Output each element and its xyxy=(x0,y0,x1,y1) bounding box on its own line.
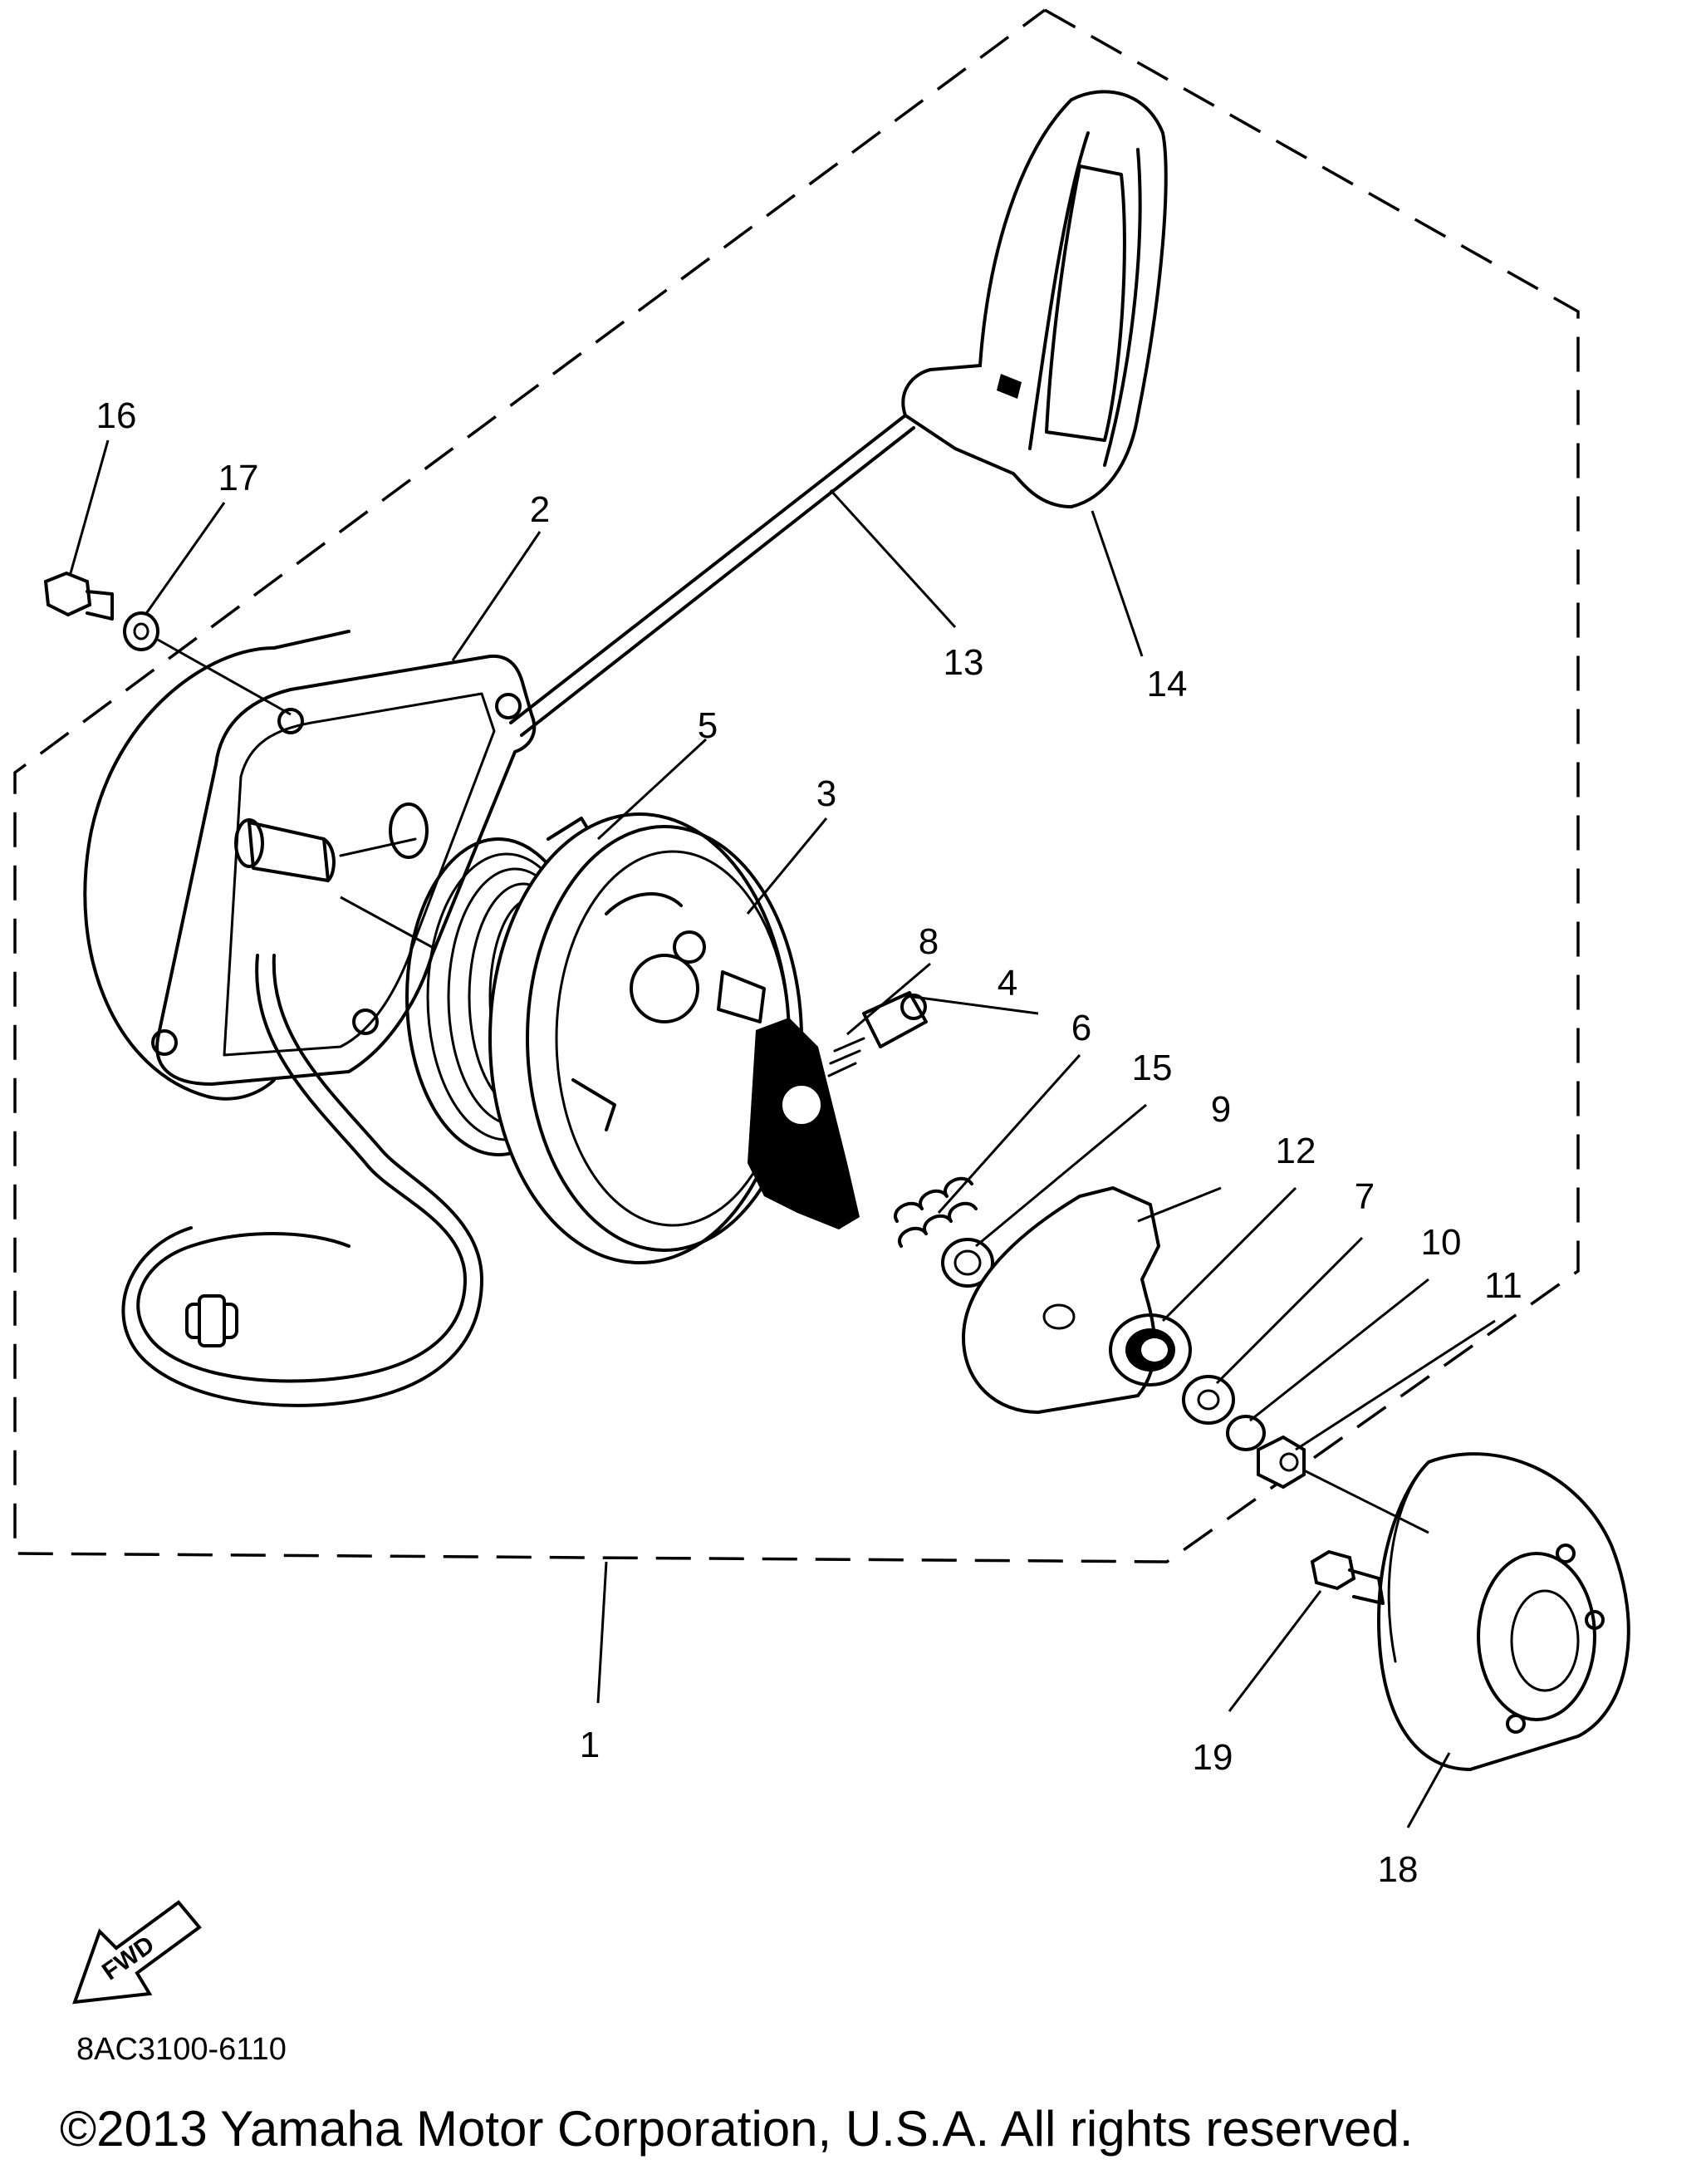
callout-13: 13 xyxy=(944,642,984,683)
callout-10: 10 xyxy=(1421,1222,1462,1263)
callout-9: 9 xyxy=(1211,1089,1231,1130)
assembly-boundary xyxy=(13,8,1580,1563)
callout-15: 15 xyxy=(1132,1048,1173,1088)
callout-labels: 16 17 2 5 3 8 4 6 15 9 12 7 10 11 13 14 … xyxy=(96,395,1522,1890)
starter-rope xyxy=(509,414,915,737)
circlip-10 xyxy=(1226,1415,1266,1451)
diagram-code: 8AC3100-6110 xyxy=(76,2032,287,2067)
callout-3: 3 xyxy=(816,773,836,814)
bolt-19 xyxy=(1310,1549,1385,1605)
ratchet xyxy=(748,991,928,1229)
callout-19: 19 xyxy=(1193,1737,1233,1778)
copyright-notice: ©2013 Yamaha Motor Corporation, U.S.A. A… xyxy=(60,2101,1414,2157)
callout-4: 4 xyxy=(998,963,1017,1004)
fwd-arrow-icon: FWD xyxy=(72,1900,202,2005)
washer-7 xyxy=(1182,1375,1235,1425)
ratchet-spring xyxy=(894,1176,978,1248)
callout-1: 1 xyxy=(580,1725,600,1765)
callout-7: 7 xyxy=(1355,1176,1375,1217)
leader-lines xyxy=(69,439,1496,1828)
washer-15 xyxy=(941,1238,994,1288)
callout-14: 14 xyxy=(1147,664,1188,704)
callout-16: 16 xyxy=(96,395,137,436)
starter-pulley xyxy=(1376,1452,1630,1772)
callout-6: 6 xyxy=(1071,1008,1091,1048)
callout-5: 5 xyxy=(698,705,718,746)
sheave-drum xyxy=(488,812,803,1264)
bolt-16 xyxy=(43,571,114,621)
callout-11: 11 xyxy=(1484,1265,1522,1306)
callout-12: 12 xyxy=(1276,1131,1316,1171)
washer-17 xyxy=(123,611,159,651)
callout-18: 18 xyxy=(1378,1849,1419,1890)
starter-case xyxy=(83,630,537,1407)
callout-2: 2 xyxy=(530,489,550,530)
starter-handle xyxy=(901,90,1168,509)
callout-17: 17 xyxy=(218,458,259,498)
nut-11 xyxy=(1257,1435,1306,1490)
callout-8: 8 xyxy=(919,921,939,962)
seal-12 xyxy=(1109,1313,1192,1386)
